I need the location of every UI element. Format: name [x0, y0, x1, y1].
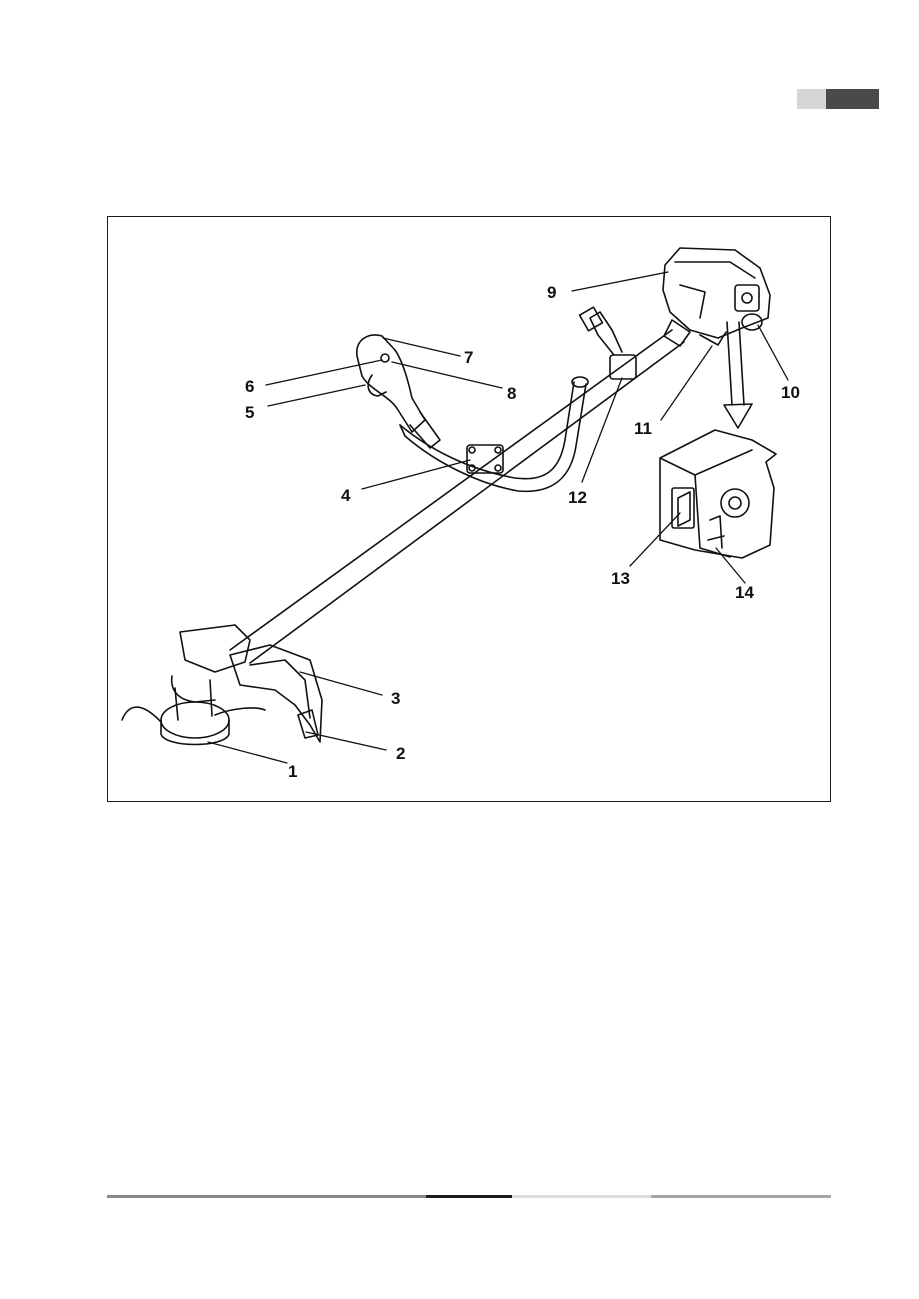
- callout-12: 12: [568, 488, 587, 507]
- callout-5: 5: [245, 403, 254, 422]
- callout-2: 2: [396, 744, 405, 763]
- drive-shaft: [230, 330, 684, 663]
- leader-lines: [208, 272, 788, 763]
- callout-labels: 1 2 3 4 5 6 7 8 9 10 11 12 13 14: [245, 283, 800, 781]
- callout-9: 9: [547, 283, 556, 302]
- callout-10: 10: [781, 383, 800, 402]
- footer-rule-mid: [651, 1195, 831, 1198]
- callout-6: 6: [245, 377, 254, 396]
- engine: [663, 248, 770, 346]
- callout-8: 8: [507, 384, 516, 403]
- callout-3: 3: [391, 689, 400, 708]
- harness-hook: [580, 307, 636, 379]
- footer-rule-dark: [426, 1195, 512, 1198]
- callout-7: 7: [464, 348, 473, 367]
- callout-11: 11: [634, 419, 652, 438]
- footer-rule-grey: [107, 1195, 426, 1198]
- blade-guard: [230, 645, 322, 742]
- footer-rule-light: [512, 1195, 651, 1198]
- throttle-handle: [357, 335, 440, 448]
- callout-13: 13: [611, 569, 630, 588]
- callout-4: 4: [341, 486, 351, 505]
- air-filter-detail: [660, 430, 776, 558]
- callout-14: 14: [735, 583, 754, 602]
- handlebar-clamp: [467, 445, 503, 473]
- callout-1: 1: [288, 762, 297, 781]
- detail-arrow: [724, 322, 752, 428]
